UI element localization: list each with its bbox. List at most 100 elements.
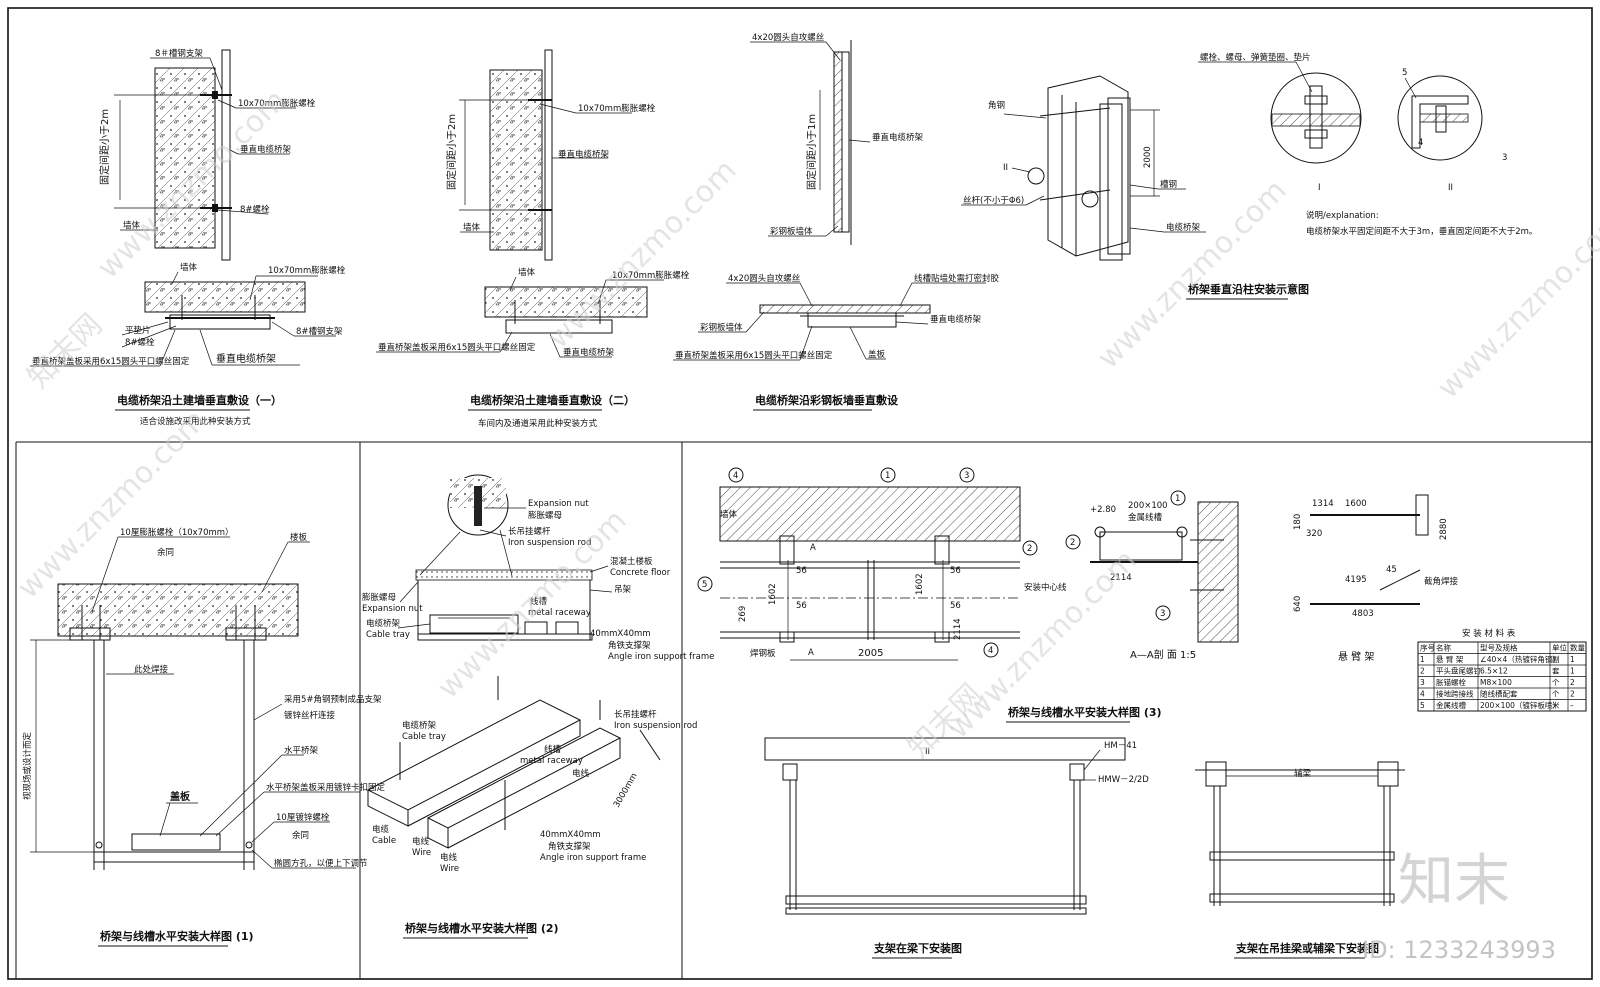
p7-cant-title: 悬 臂 架 [1338,650,1374,663]
p6-iso-rod-en: Iron suspension rod [614,721,697,731]
p7-d4803: 4803 [1352,609,1374,619]
p6-cable-en: Cable [372,836,396,846]
p6-concrete-en: Concrete floor [610,568,671,578]
p2-expansion-bolt-label: 10x70mm膨胀螺栓 [578,103,656,114]
p6-iso-wire-cn: 电线 [572,768,590,779]
p8-beam: II [925,747,930,757]
p2-wall-label: 墙体 [463,222,481,233]
p7-d640: 640 [1293,596,1303,612]
p5-same-label: 余同 [157,547,174,558]
p3-plan-screw-label: 4x20圆头自攻螺丝 [728,273,801,284]
p1-plan-bolt-label: 10x70mm膨胀螺栓 [268,265,346,276]
material-table-cell: 3 [1420,678,1425,687]
p4-title: 桥架垂直沿柱安装示意图 [1188,282,1309,296]
p6-iso-frame-cn: 角铁支撑架 [548,841,591,852]
p6-title: 桥架与线槽水平安装大样图 (2) [405,921,559,935]
p4-n4: 4 [1418,138,1423,148]
p7-secA2: A [808,648,814,658]
panel-horizontal-3: 4 1 3 2 5 4 墙体 安装中心线 A A 269 1602 1602 5… [697,467,1516,723]
panel-horizontal-1: 视现场或设计而定 10厘膨胀螺栓（10x70mm） 余同 楼板 此处焊接 采用5… [22,527,386,947]
p6-exp-nut-en: Expansion nut [528,499,589,509]
p7-size: 200×100 [1128,501,1168,511]
p7-d1602a: 1602 [768,583,778,605]
material-table-cell: 5 [1420,701,1425,710]
p5-height-label: 视现场或设计而定 [22,731,33,800]
material-table-header: 名称 [1436,643,1452,653]
p1-wall-label: 墙体 [123,220,141,231]
material-table-cell: ∠40×4（热镀锌角钢） [1480,654,1560,664]
p7-c3: 3 [964,471,969,481]
p4-detail-ii: II [1448,183,1453,193]
p3-screw-label: 4x20圆头自攻螺丝 [752,32,825,43]
p6-size: 40mmX40mm [590,629,651,639]
p7-sec2114: 2114 [1110,573,1132,583]
p7-d2880: 2880 [1439,518,1449,540]
material-table-cell: 2 [1570,690,1575,699]
material-table-cell: 1 [1420,655,1425,664]
p3-plan-wall-label: 彩钢板墙体 [700,322,743,333]
material-table-header: 数量 [1570,643,1586,653]
p6-exp-cn2: 膨胀螺母 [362,592,396,603]
p7-c4b: 4 [988,646,993,656]
material-table-cell: 平头盘尾螺钉 [1436,666,1481,676]
p6-wire2-cn: 电线 [440,852,458,863]
p7-metal: 金属线槽 [1128,512,1163,523]
p7-sec-c2: 2 [1070,538,1075,548]
p4-n5: 5 [1402,68,1407,78]
p6-iso-race-cn: 线槽 [544,744,562,755]
watermark-logo: 知末 [1398,849,1510,914]
material-table-cell: 1 [1570,667,1575,676]
panel-wall-vertical-2: 10x70mm膨胀螺栓 垂直电缆桥架 墙体 固定间距小于2m 墙体 10x70m… [376,49,690,429]
p7-d1314: 1314 [1312,499,1334,509]
p1-plan-bolt8-label: 8#螺栓 [125,337,155,348]
p7-c1: 1 [885,471,890,481]
p6-iso-size: 40mmX40mm [540,830,601,840]
p2-plan-wall-label: 墙体 [518,267,536,278]
p7-table-title: 安 装 材 料 表 [1462,628,1516,639]
p7-secA: A [810,543,816,553]
p7-d56a: 56 [796,566,807,576]
p4-detail-i: I [1318,183,1321,193]
p1-expansion-bolt-label: 10x70mm膨胀螺栓 [238,98,316,109]
p1-channel-support-label: 8＃槽钢支架 [155,48,203,59]
watermark-site-4: www.znzmo.com [11,403,214,606]
p4-bolt-note: 螺栓、螺母、弹簧垫圈、垫片 [1200,52,1311,63]
p6-iso-tray-en: Cable tray [402,732,446,742]
p7-c2: 2 [1027,544,1032,554]
p5-adjust-label: 椭圆方孔，以便上下调节 [274,858,368,869]
p7-sec-c3: 3 [1160,609,1165,619]
p3-title: 电缆桥架沿彩钢板墙垂直敷设 [755,393,899,407]
p7-d4195: 4195 [1345,575,1367,585]
material-table-cell: 6.5×12 [1480,667,1508,676]
p8-hm41: HM－41 [1104,741,1137,751]
material-table-cell: 金属线槽 [1436,700,1466,710]
p2-plan-tray-label: 垂直电缆桥架 [563,347,615,358]
p7-sec-c1: 1 [1175,494,1180,504]
p6-wire-en: Wire [412,848,431,858]
p7-d1600: 1600 [1345,499,1367,509]
p7-angle-weld: 截角焊接 [1424,576,1459,587]
p4-tray-label: 电缆桥架 [1166,222,1201,233]
p6-raceway-cn: 线槽 [530,596,548,607]
material-table-cell: 胀锚螺栓 [1436,677,1466,687]
p1-subtitle: 适合设施改采用此种安装方式 [140,416,251,427]
p7-c4a: 4 [733,471,738,481]
material-table-cell: 接地跨接线 [1436,689,1474,699]
material-table-cell: 悬 臂 架 [1436,654,1464,664]
p4-channel-label: 槽钢 [1160,179,1177,190]
p6-len: 3000mm [612,771,640,809]
p5-htray-label: 水平桥架 [284,745,319,756]
p2-vertical-tray-label: 垂直电缆桥架 [558,149,610,160]
material-table-cell: 2 [1420,667,1425,676]
p7-d320: 320 [1306,529,1322,539]
p7-weld: 焊钢板 [750,648,776,659]
p6-raceway-en: metal raceway [528,608,591,618]
material-table-cell: 个 [1552,690,1560,699]
material-table-cell: 米 [1552,700,1560,710]
p4-detail2-label: II [1003,163,1008,173]
p6-frame-en: Angle iron support frame [608,652,714,662]
p7-d1602b: 1602 [915,573,925,595]
p1-spacing-label: 固定间距小于2m [98,109,111,185]
